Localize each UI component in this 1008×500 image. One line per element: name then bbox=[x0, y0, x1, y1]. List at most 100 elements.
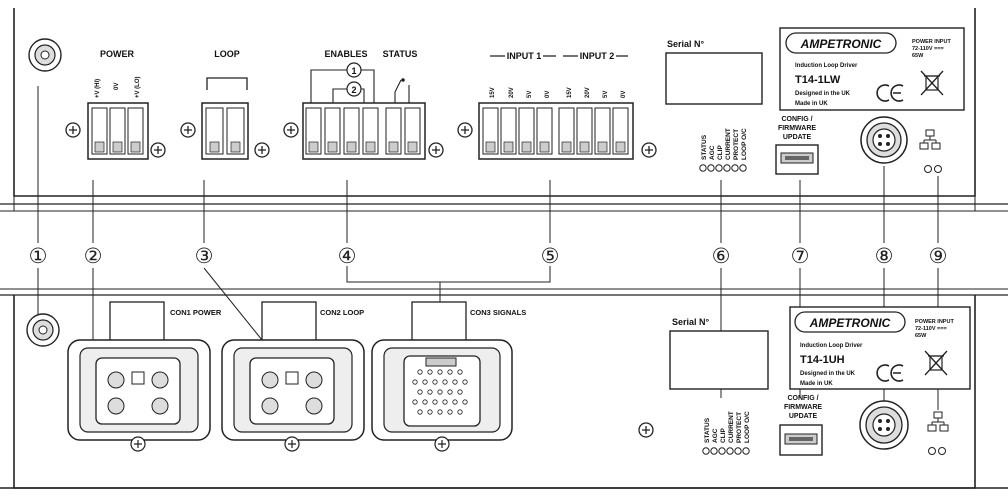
bottom-panel: CON1 POWER CON2 LOOP bbox=[0, 288, 1008, 489]
bottom-plate-line3: Designed in the UK bbox=[800, 371, 856, 377]
led-label-status: STATUS bbox=[701, 134, 708, 160]
power-socket-icon bbox=[859, 400, 909, 450]
callout-2: ② bbox=[84, 244, 103, 268]
con2-label: CON2 LOOP bbox=[320, 308, 364, 317]
con1-power-connector bbox=[67, 301, 211, 452]
led-label-agc: AGC bbox=[712, 428, 719, 443]
led-label-current: CURRENT bbox=[725, 128, 732, 160]
led-label-clip: CLIP bbox=[720, 428, 727, 443]
input1-title: INPUT 1 bbox=[507, 51, 542, 61]
screw-icon bbox=[180, 122, 196, 138]
led-label-loop-oc: LOOP O/C bbox=[744, 411, 751, 443]
bottom-brand-logo: AMPETRONIC bbox=[809, 316, 891, 330]
callout-9: ⑨ bbox=[929, 244, 948, 268]
input2-pin-3: 5V bbox=[603, 91, 609, 98]
network-icon bbox=[927, 411, 949, 432]
power-pin-2: 0V bbox=[114, 83, 120, 90]
input1-pin-4: 0V bbox=[545, 91, 551, 98]
top-status-leds: STATUS AGC CLIP CURRENT PROTECT LOOP O/C bbox=[699, 128, 748, 172]
callout-numbers: ① ② ③ ④ ⑤ ⑥ ⑦ ⑧ ⑨ bbox=[29, 244, 948, 268]
input2-pin-2: 20V bbox=[585, 87, 591, 98]
top-plate-line1: Induction Loop Driver bbox=[795, 63, 858, 69]
screw-icon bbox=[638, 422, 654, 438]
power-pin-1: +V (HI) bbox=[95, 79, 101, 98]
top-plate-line3: Designed in the UK bbox=[795, 91, 851, 97]
input-terminal-block: INPUT 1 INPUT 2 15V 20V 5V 0V 15V 20V 5V… bbox=[478, 51, 634, 160]
input1-pin-1: 15V bbox=[490, 87, 496, 98]
led-label-protect: PROTECT bbox=[736, 412, 743, 443]
top-usb-label-2: FIRMWARE bbox=[778, 125, 816, 132]
bottom-usb-label-1: CONFIG / bbox=[787, 395, 818, 402]
input2-pin-1: 15V bbox=[567, 87, 573, 98]
led-label-agc: AGC bbox=[709, 145, 716, 160]
screw-icon bbox=[65, 122, 81, 138]
top-plate-model: T14-1LW bbox=[795, 74, 841, 86]
loop-title: LOOP bbox=[214, 49, 240, 59]
screw-icon bbox=[641, 142, 657, 158]
input2-pin-4: 0V bbox=[621, 91, 627, 98]
callout-6: ⑥ bbox=[712, 244, 731, 268]
ground-stud-icon bbox=[26, 313, 60, 347]
bottom-serial-label: Serial N° bbox=[672, 317, 710, 327]
bottom-usb-label-2: FIRMWARE bbox=[784, 404, 822, 411]
network-led-icon bbox=[938, 447, 946, 455]
bottom-plate-line1: Induction Loop Driver bbox=[800, 343, 863, 349]
loop-terminal-block: LOOP bbox=[201, 49, 249, 160]
power-terminal-block: POWER +V (HI) 0V +V (LO) bbox=[87, 49, 149, 160]
network-led-icon bbox=[934, 165, 942, 173]
weee-bin-icon bbox=[920, 70, 944, 96]
con1-label: CON1 POWER bbox=[170, 308, 222, 317]
con2-loop-connector bbox=[221, 301, 365, 452]
power-title: POWER bbox=[100, 49, 135, 59]
led-label-protect: PROTECT bbox=[733, 129, 740, 160]
screw-icon bbox=[254, 142, 270, 158]
led-label-loop-oc: LOOP O/C bbox=[741, 128, 748, 160]
top-nameplate: AMPETRONIC Induction Loop Driver T14-1LW… bbox=[779, 27, 965, 111]
screw-icon bbox=[283, 122, 299, 138]
ground-stud-icon bbox=[28, 38, 62, 72]
top-usb-label-3: UPDATE bbox=[783, 134, 812, 141]
con3-signals-connector bbox=[371, 301, 513, 452]
top-brand-logo: AMPETRONIC bbox=[800, 37, 882, 51]
callout-7: ⑦ bbox=[791, 244, 810, 268]
ce-mark-icon bbox=[876, 364, 904, 382]
enables-status-terminal-block: ENABLES STATUS 1 2 bbox=[302, 49, 426, 160]
ce-mark-icon bbox=[876, 84, 904, 102]
enable-mark-2: 2 bbox=[351, 85, 356, 95]
led-label-clip: CLIP bbox=[717, 145, 724, 160]
bottom-plate-power3: 65W bbox=[915, 333, 927, 339]
bottom-plate-line4: Made in UK bbox=[800, 381, 833, 387]
top-plate-power2: 72-110V === bbox=[912, 46, 944, 52]
bottom-serial-box bbox=[669, 330, 769, 390]
bottom-status-leds: STATUS AGC CLIP CURRENT PROTECT LOOP O/C bbox=[702, 411, 751, 455]
input1-pin-2: 20V bbox=[509, 87, 515, 98]
top-plate-power1: POWER INPUT bbox=[912, 39, 951, 45]
bottom-usb-label-3: UPDATE bbox=[789, 413, 818, 420]
top-plate-power3: 65W bbox=[912, 53, 924, 59]
top-plate-line4: Made in UK bbox=[795, 101, 828, 107]
led-label-current: CURRENT bbox=[728, 411, 735, 443]
weee-bin-icon bbox=[924, 350, 948, 376]
top-panel: POWER +V (HI) 0V +V (LO) LOOP bbox=[0, 8, 1008, 212]
status-title: STATUS bbox=[383, 49, 418, 59]
top-usb-label-1: CONFIG / bbox=[781, 116, 812, 123]
top-serial-label: Serial N° bbox=[667, 39, 705, 49]
led-label-status: STATUS bbox=[704, 417, 711, 443]
usb-port-icon bbox=[779, 424, 823, 456]
bottom-plate-power2: 72-110V === bbox=[915, 326, 947, 332]
screw-icon bbox=[428, 142, 444, 158]
usb-port-icon bbox=[775, 144, 819, 175]
bottom-plate-model: T14-1UH bbox=[800, 354, 845, 366]
bottom-plate-power1: POWER INPUT bbox=[915, 319, 954, 325]
power-pin-3: +V (LO) bbox=[135, 76, 141, 98]
callout-5: ⑤ bbox=[541, 244, 560, 268]
power-socket-icon bbox=[860, 116, 908, 164]
callout-1: ① bbox=[29, 244, 48, 268]
top-serial-box bbox=[665, 52, 763, 105]
callout-8: ⑧ bbox=[875, 244, 894, 268]
input2-title: INPUT 2 bbox=[580, 51, 615, 61]
network-led-icon bbox=[924, 165, 932, 173]
callout-3: ③ bbox=[195, 244, 214, 268]
screw-icon bbox=[457, 122, 473, 138]
